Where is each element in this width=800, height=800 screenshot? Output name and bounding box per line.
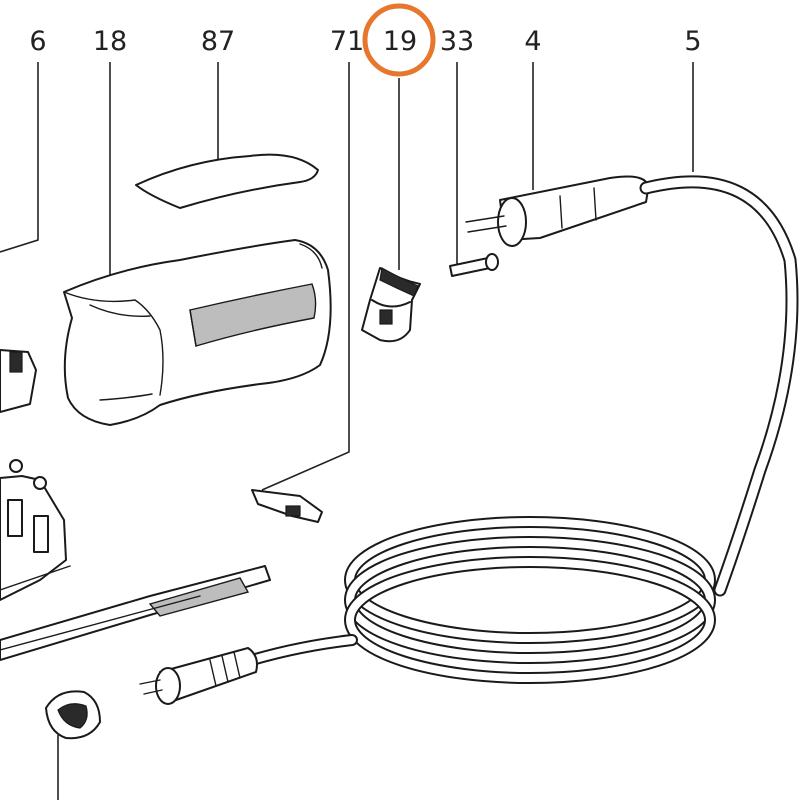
part-label-4: 4 — [524, 26, 541, 57]
power-plug — [139, 647, 258, 705]
part-label-87: 87 — [201, 26, 235, 57]
part-87-plate — [135, 153, 319, 209]
part-label-6: 6 — [29, 26, 46, 57]
part-4-strain-relief — [465, 175, 650, 247]
part-19-cable-clip — [361, 267, 421, 343]
left-internal-parts — [0, 349, 71, 601]
part-label-19: 19 — [383, 26, 417, 57]
part-18-housing — [63, 239, 332, 426]
highlight-circle — [362, 3, 436, 77]
slider-bar — [0, 565, 271, 661]
knob-part — [45, 690, 101, 740]
part-label-18: 18 — [93, 26, 127, 57]
part-71-clamp — [251, 489, 323, 523]
part-label-5: 5 — [684, 26, 701, 57]
part-33-pin — [449, 253, 499, 277]
part-5-power-cord — [246, 175, 799, 684]
leader-lines — [0, 62, 694, 800]
part-label-71: 71 — [330, 26, 364, 57]
part-label-33: 33 — [440, 26, 474, 57]
